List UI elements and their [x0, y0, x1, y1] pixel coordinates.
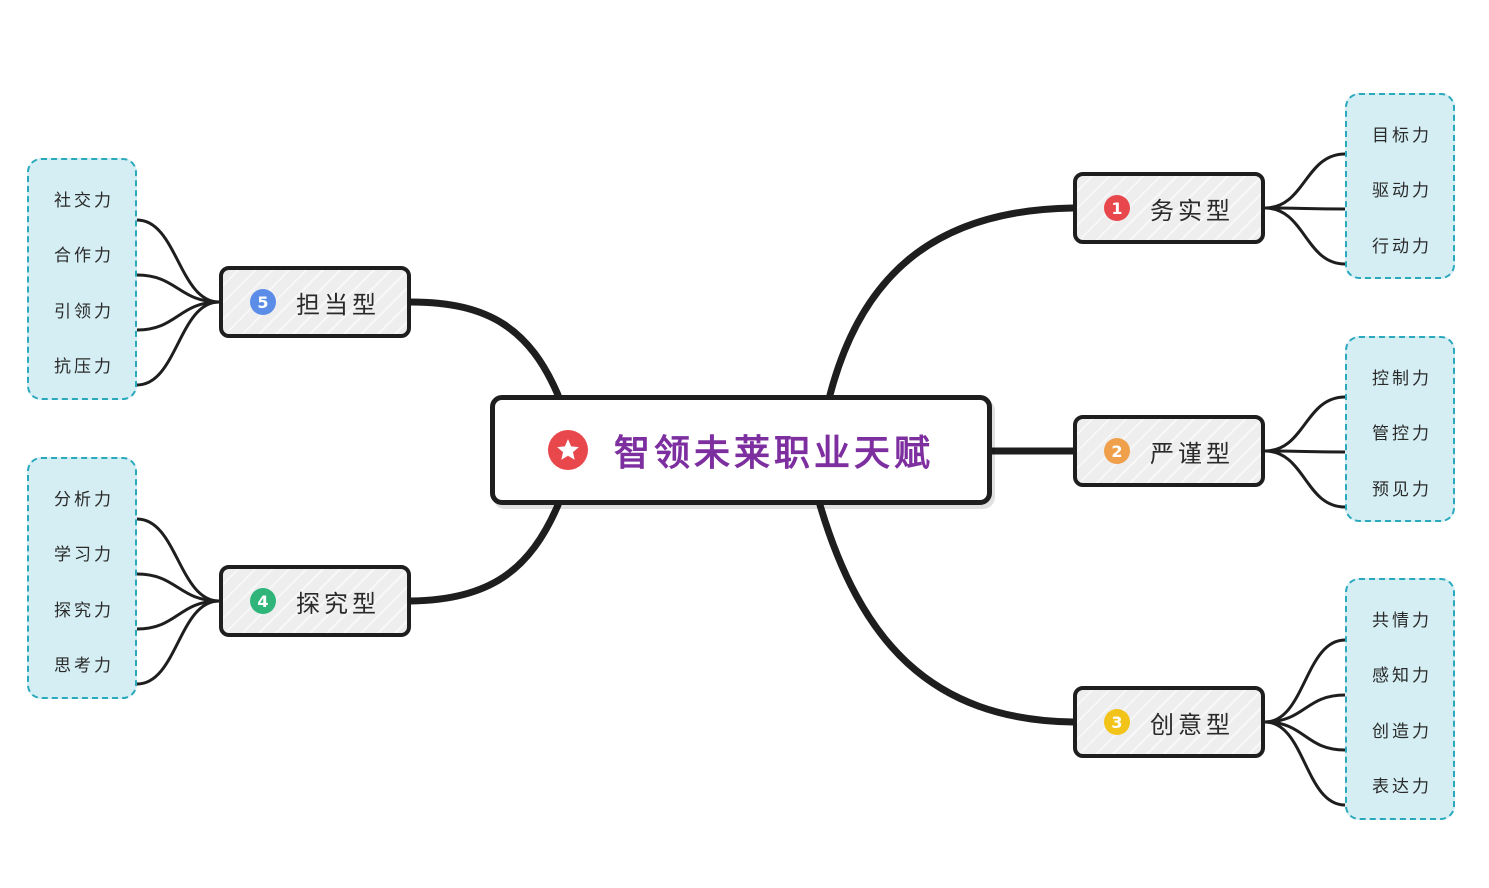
- subtopic-group-5: 社交力 合作力 引领力 抗压力: [27, 158, 137, 400]
- central-topic[interactable]: 智领未莱职业天赋: [490, 395, 992, 505]
- subtopic-connector-4-2: [135, 572, 221, 603]
- subtopic-2-2[interactable]: 管控力: [1372, 424, 1432, 444]
- subtopic-connector-5-1: [135, 218, 221, 304]
- branch-topic-5[interactable]: 5 担当型: [219, 266, 411, 338]
- branch-label-2: 严谨型: [1150, 439, 1234, 468]
- subtopic-connector-5-2: [135, 273, 221, 304]
- subtopic-connector-3-2: [1263, 693, 1347, 724]
- subtopic-4-2[interactable]: 学习力: [54, 545, 114, 565]
- branch-connector-1: [826, 204, 1077, 399]
- branch-label-4: 探究型: [296, 589, 380, 618]
- subtopic-3-1[interactable]: 共情力: [1372, 611, 1432, 631]
- subtopic-5-2[interactable]: 合作力: [54, 246, 114, 266]
- subtopic-3-2[interactable]: 感知力: [1372, 666, 1432, 686]
- branch-connector-5: [407, 298, 562, 399]
- subtopic-5-3[interactable]: 引领力: [54, 302, 114, 322]
- subtopic-1-2[interactable]: 驱动力: [1372, 181, 1432, 201]
- subtopic-5-1[interactable]: 社交力: [54, 191, 114, 211]
- branch-topic-4[interactable]: 4 探究型: [219, 565, 411, 637]
- subtopic-connector-1-1: [1263, 152, 1347, 210]
- star-icon: [547, 430, 588, 470]
- branch-topic-2[interactable]: 2 严谨型: [1073, 415, 1265, 487]
- subtopic-connector-4-1: [135, 517, 221, 603]
- number-badge-1: 1: [1104, 195, 1130, 221]
- number-badge-5: 5: [250, 289, 276, 315]
- subtopic-connector-5-4: [135, 300, 221, 387]
- number-badge-3: 3: [1104, 709, 1130, 735]
- subtopic-group-4: 分析力 学习力 探究力 思考力: [27, 457, 137, 699]
- subtopic-connector-2-3: [1263, 449, 1347, 509]
- subtopic-3-4[interactable]: 表达力: [1372, 777, 1432, 797]
- subtopic-group-3: 共情力 感知力 创造力 表达力: [1345, 578, 1455, 820]
- subtopic-connector-1-3: [1263, 206, 1347, 266]
- branch-label-1: 务实型: [1150, 196, 1234, 225]
- number-badge-2: 2: [1104, 438, 1130, 464]
- subtopic-3-3[interactable]: 创造力: [1372, 722, 1432, 742]
- subtopic-2-1[interactable]: 控制力: [1372, 369, 1432, 389]
- subtopic-4-3[interactable]: 探究力: [54, 601, 114, 621]
- subtopic-2-3[interactable]: 预见力: [1372, 480, 1432, 500]
- subtopic-4-4[interactable]: 思考力: [54, 656, 114, 676]
- subtopic-connector-3-4: [1263, 720, 1347, 807]
- branch-label-5: 担当型: [296, 290, 380, 319]
- subtopic-group-1: 目标力 驱动力 行动力: [1345, 93, 1455, 279]
- central-title: 智领未莱职业天赋: [613, 433, 934, 474]
- number-badge-4: 4: [250, 588, 276, 614]
- subtopic-connector-2-1: [1263, 395, 1347, 453]
- branch-topic-1[interactable]: 1 务实型: [1073, 172, 1265, 244]
- subtopic-4-1[interactable]: 分析力: [54, 490, 114, 510]
- subtopic-connector-3-1: [1263, 638, 1347, 724]
- branch-connector-3: [816, 501, 1077, 726]
- subtopic-1-3[interactable]: 行动力: [1372, 237, 1432, 257]
- branch-label-3: 创意型: [1150, 710, 1234, 739]
- branch-topic-3[interactable]: 3 创意型: [1073, 686, 1265, 758]
- subtopic-5-4[interactable]: 抗压力: [54, 357, 114, 377]
- subtopic-group-2: 控制力 管控力 预见力: [1345, 336, 1455, 522]
- branch-connector-4: [407, 501, 562, 605]
- subtopic-1-1[interactable]: 目标力: [1372, 126, 1432, 146]
- subtopic-connector-4-4: [135, 599, 221, 686]
